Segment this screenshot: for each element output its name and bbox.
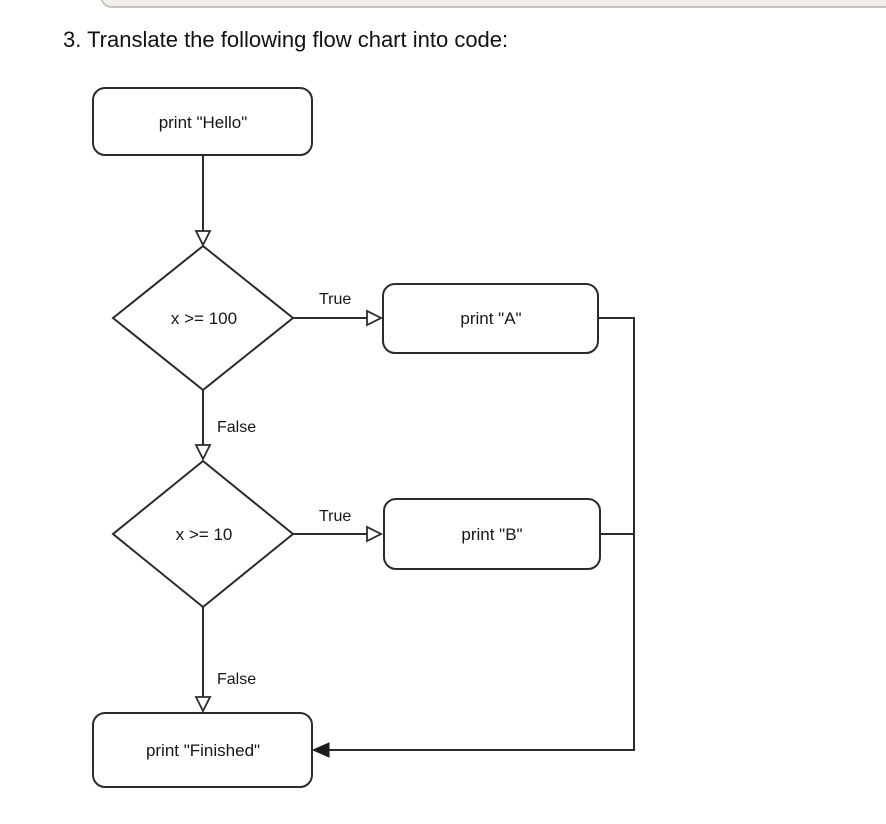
- arrowhead-open-into-finished-top: [194, 696, 212, 714]
- node-print-hello: [92, 87, 313, 156]
- arrowhead-solid-into-finished-right: [311, 742, 330, 758]
- node-print-b: [383, 498, 601, 570]
- arrowhead-open-into-cond2: [194, 444, 212, 462]
- node-print-b-label: print "B": [461, 525, 522, 544]
- branch-label-cond1-false: False: [217, 419, 256, 436]
- node-print-finished-label: print "Finished": [146, 741, 260, 760]
- branch-label-cond1-true: True: [319, 291, 351, 308]
- node-print-a: [382, 283, 599, 354]
- node-decision-x-ge-10: [111, 459, 295, 609]
- node-decision-x-ge-100: [111, 244, 295, 392]
- arrowhead-open-into-cond1: [194, 230, 212, 248]
- arrowhead-open-into-print-b: [366, 525, 384, 543]
- node-print-a-label: print "A": [460, 309, 521, 328]
- node-print-finished: [92, 712, 313, 788]
- node-decision-x-ge-100-label: x >= 100: [171, 309, 237, 328]
- question-title: 3. Translate the following flow chart in…: [63, 27, 509, 52]
- arrowhead-open-into-print-a: [366, 309, 384, 327]
- node-decision-x-ge-10-label: x >= 10: [176, 525, 233, 544]
- branch-label-cond2-false: False: [217, 671, 256, 688]
- branch-label-cond2-true: True: [319, 508, 351, 525]
- node-print-hello-label: print "Hello": [159, 113, 248, 132]
